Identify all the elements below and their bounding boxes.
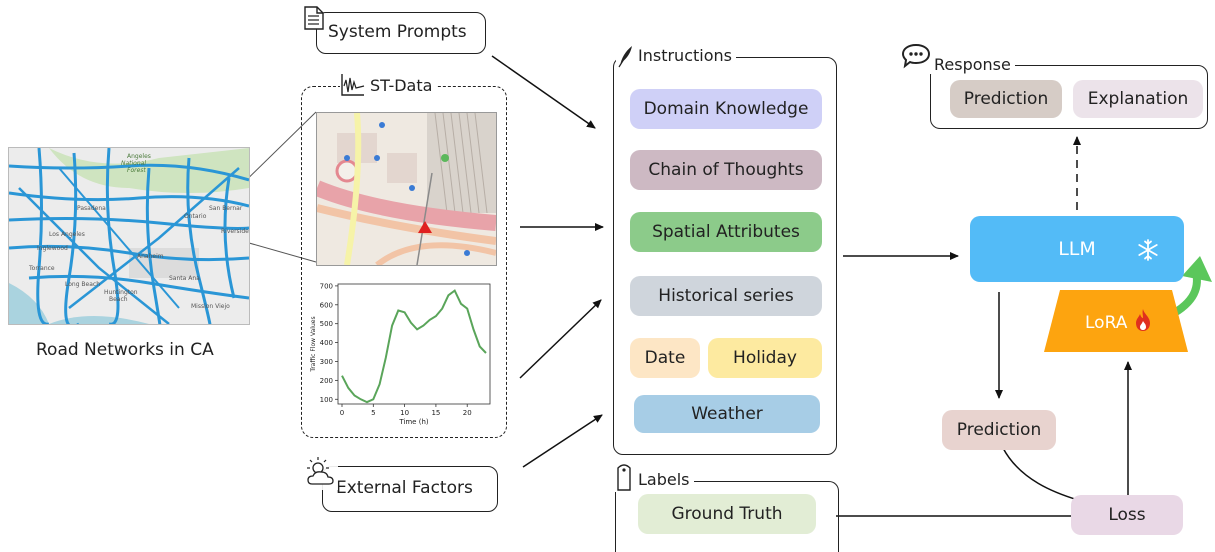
holiday-pill: Holiday xyxy=(708,338,822,378)
llm-label: LLM xyxy=(1058,238,1096,260)
y-tick-label: 600 xyxy=(320,301,333,309)
chat-bubble-icon xyxy=(900,42,932,70)
svg-text:Riverside: Riverside xyxy=(221,228,249,235)
fire-icon xyxy=(1136,309,1150,331)
y-tick-label: 200 xyxy=(320,377,333,385)
svg-text:Pasadena: Pasadena xyxy=(77,205,106,212)
response-label: Response xyxy=(930,55,1015,74)
svg-text:Forest: Forest xyxy=(127,167,146,174)
x-tick-label: 5 xyxy=(371,409,375,417)
weather-icon xyxy=(304,456,338,490)
svg-text:Los Angeles: Los Angeles xyxy=(49,231,85,238)
arrow-external-to-instructions xyxy=(522,414,603,468)
x-tick-label: 15 xyxy=(431,409,440,417)
svg-text:Ontario: Ontario xyxy=(184,213,207,220)
system-prompts-box xyxy=(316,12,486,54)
svg-text:San Bernar: San Bernar xyxy=(209,205,243,212)
y-tick-label: 400 xyxy=(320,339,333,347)
historical-series-pill: Historical series xyxy=(630,276,822,316)
response-explanation-pill: Explanation xyxy=(1073,80,1203,118)
y-tick-label: 500 xyxy=(320,320,333,328)
y-tick-label: 700 xyxy=(320,282,333,290)
prediction-block: Prediction xyxy=(942,410,1056,450)
x-tick-label: 20 xyxy=(463,409,472,417)
document-icon xyxy=(304,6,324,30)
svg-text:Torrance: Torrance xyxy=(28,265,55,272)
series-line-traffic-flow xyxy=(341,289,487,404)
street-map xyxy=(316,112,497,266)
waveform-icon xyxy=(340,72,366,98)
ground-truth-pill: Ground Truth xyxy=(638,494,816,534)
svg-text:Beach: Beach xyxy=(109,296,128,303)
chart-x-label: Time (h) xyxy=(398,418,429,426)
svg-text:Anaheim: Anaheim xyxy=(137,253,164,260)
lora-label: LoRA xyxy=(1085,313,1128,333)
lora-block xyxy=(1044,290,1188,352)
system-prompts-label: System Prompts xyxy=(328,22,467,42)
svg-text:Angeles: Angeles xyxy=(127,153,151,160)
chart-plot-frame xyxy=(337,283,491,405)
chart-y-ticks: 100 200 300 400 500 600 700 xyxy=(320,282,338,404)
tag-icon xyxy=(614,462,634,492)
x-tick-label: 0 xyxy=(340,409,344,417)
line-prediction-to-loss xyxy=(1002,447,1079,501)
response-prediction-pill: Prediction xyxy=(950,80,1062,118)
arrow-chart-to-instructions xyxy=(519,299,602,379)
update-arrow-head xyxy=(1182,256,1212,282)
y-tick-label: 300 xyxy=(320,358,333,366)
svg-text:Mission Viejo: Mission Viejo xyxy=(191,303,230,310)
spatial-attributes-pill: Spatial Attributes xyxy=(630,212,822,252)
loss-block: Loss xyxy=(1071,495,1183,535)
arrow-system-prompts-to-instructions xyxy=(491,55,596,129)
svg-text:Huntington: Huntington xyxy=(104,289,138,296)
svg-text:Santa Ana: Santa Ana xyxy=(169,275,200,282)
labels-panel xyxy=(615,481,839,552)
weather-pill: Weather xyxy=(634,395,820,433)
chart-x-ticks: 0 5 10 15 20 xyxy=(340,404,472,417)
external-factors-box xyxy=(322,466,498,512)
map-svg: Angeles National Forest San Bernar Ontar… xyxy=(9,148,249,324)
st-data-label: ST-Data xyxy=(366,76,437,95)
road-network-map: Angeles National Forest San Bernar Ontar… xyxy=(8,147,250,325)
domain-knowledge-pill: Domain Knowledge xyxy=(630,89,822,129)
street-map-svg xyxy=(317,113,496,265)
svg-text:Inglewood: Inglewood xyxy=(37,245,68,252)
x-tick-label: 10 xyxy=(400,409,409,417)
snowflake-icon xyxy=(1138,239,1158,261)
chart-y-label: Traffic Flow Values xyxy=(310,316,317,372)
map-caption: Road Networks in CA xyxy=(36,340,214,360)
svg-text:National: National xyxy=(121,160,146,167)
chain-of-thoughts-pill: Chain of Thoughts xyxy=(630,150,822,190)
y-tick-label: 100 xyxy=(320,396,333,404)
labels-label: Labels xyxy=(634,470,694,489)
quill-icon xyxy=(616,44,636,68)
external-factors-label: External Factors xyxy=(336,478,473,498)
date-pill: Date xyxy=(630,338,700,378)
instructions-label: Instructions xyxy=(634,46,736,65)
svg-text:Long Beach: Long Beach xyxy=(65,281,100,288)
